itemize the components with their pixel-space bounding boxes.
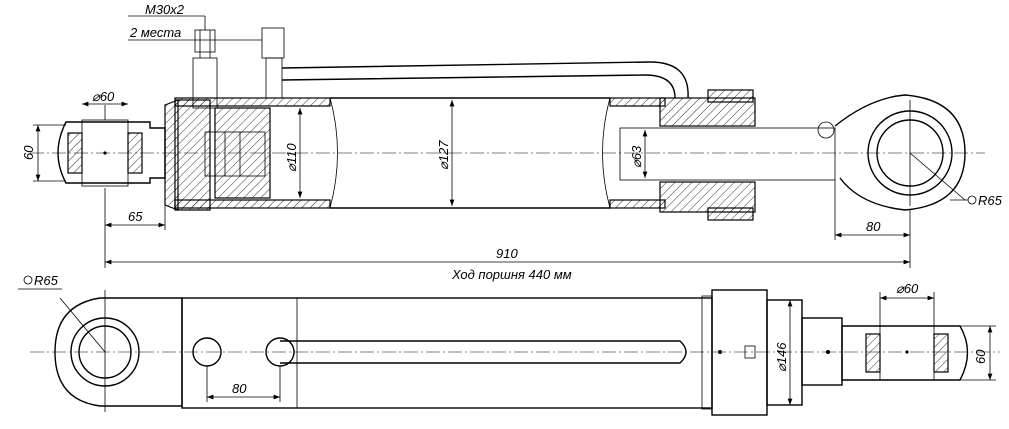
dim60-left-label: 60 bbox=[21, 145, 36, 160]
phi110-label: ⌀110 bbox=[284, 143, 299, 172]
top-view-section bbox=[30, 15, 985, 268]
rod-gland bbox=[619, 89, 836, 221]
r65-bottom-callout: R65 bbox=[23, 273, 59, 288]
phi127-label: ⌀127 bbox=[436, 140, 451, 170]
phi60-left-label: ⌀60 bbox=[92, 89, 115, 104]
barrel-top bbox=[174, 97, 666, 209]
r65-bottom-label: R65 bbox=[34, 273, 59, 288]
piston bbox=[204, 107, 271, 199]
thread-label: M30x2 bbox=[145, 2, 185, 17]
dim80-bottom-label: 80 bbox=[232, 381, 247, 396]
r65-top-label: R65 bbox=[978, 193, 1003, 208]
places-label: 2 места bbox=[129, 25, 181, 40]
r65-top-callout: R65 bbox=[967, 193, 1003, 208]
right-eye-top bbox=[834, 94, 966, 211]
phi63-label: ⌀63 bbox=[629, 145, 644, 168]
oil-tube bbox=[261, 27, 689, 99]
right-eye-bottom bbox=[841, 325, 969, 381]
bottom-view bbox=[18, 288, 1000, 416]
rear-cap bbox=[164, 29, 218, 211]
barrel-bottom bbox=[181, 289, 843, 416]
dim80-top-label: 80 bbox=[866, 219, 881, 234]
phi60-right-label: ⌀60 bbox=[896, 281, 919, 296]
left-eye-top bbox=[57, 105, 166, 187]
phi146-label: ⌀146 bbox=[774, 342, 789, 372]
left-eye-bottom bbox=[54, 290, 183, 412]
dim60-right-label: 60 bbox=[973, 349, 988, 364]
dim910-label: 910 bbox=[496, 246, 518, 261]
stroke-label: Ход поршня 440 мм bbox=[451, 267, 572, 282]
dim65-label: 65 bbox=[128, 209, 143, 224]
